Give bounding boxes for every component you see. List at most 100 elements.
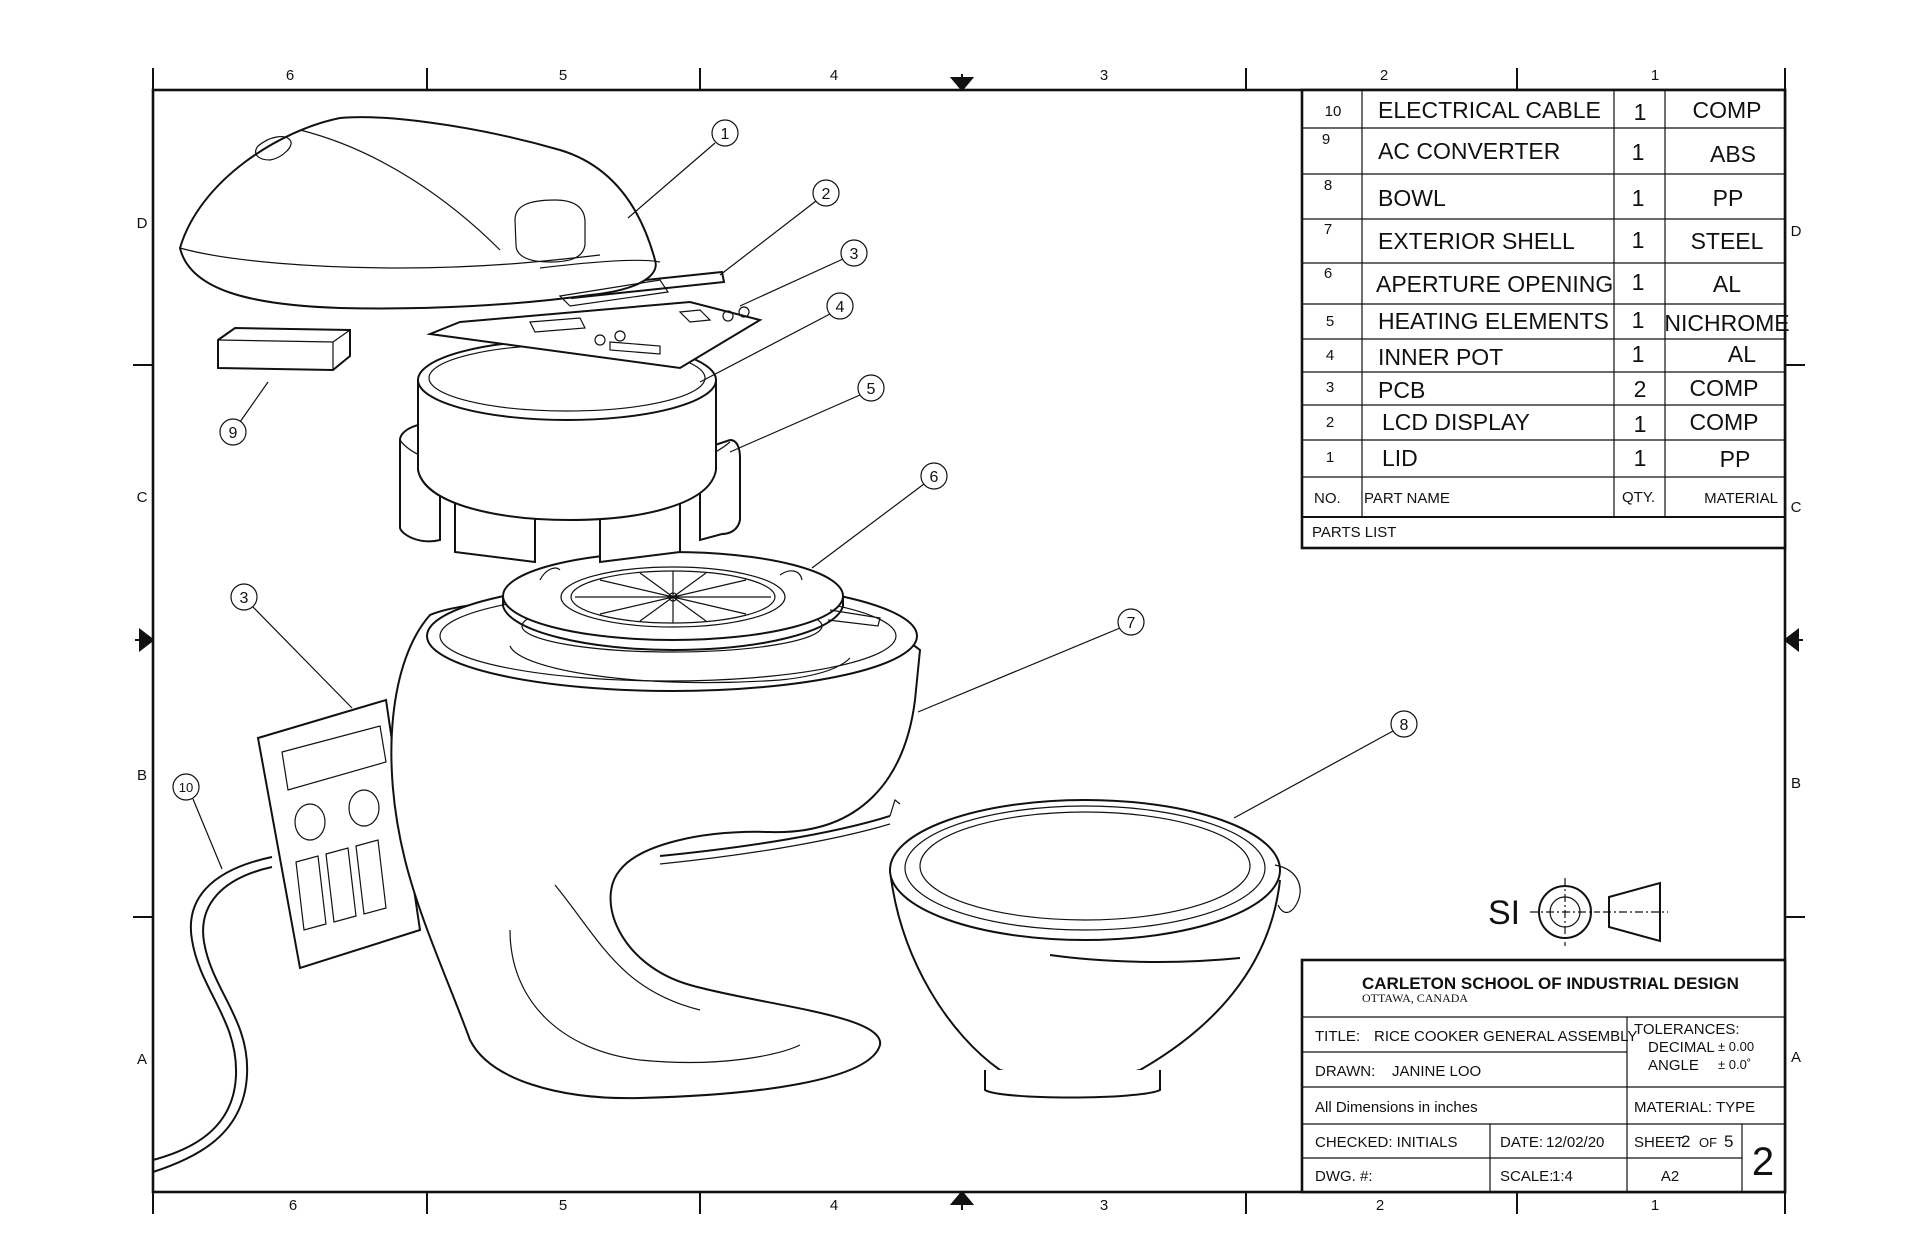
grid-col-bottom-5: 5 xyxy=(559,1197,567,1214)
part-material: PP xyxy=(1720,446,1751,472)
part-material: STEEL xyxy=(1691,228,1764,254)
title-label: TITLE: xyxy=(1315,1028,1360,1045)
part-name: AC CONVERTER xyxy=(1378,138,1560,164)
drawn-label: DRAWN: xyxy=(1315,1063,1375,1080)
grid-row-left-a: A xyxy=(137,1051,147,1068)
balloon-8: 8 xyxy=(1233,710,1418,819)
balloon-3-side: 3 xyxy=(230,583,353,709)
parts-row-3: 3 PCB 2 COMP xyxy=(1326,375,1759,403)
parts-row-10: 10 ELECTRICAL CABLE 1 COMP xyxy=(1325,97,1762,125)
parts-row-1: 1 LID 1 PP xyxy=(1326,445,1751,472)
parts-row-5: 5 HEATING ELEMENTS 1 NICHROME xyxy=(1326,307,1790,336)
parts-row-6: 6 APERTURE OPENING 1 AL xyxy=(1324,265,1741,297)
title-block: CARLETON SCHOOL OF INDUSTRIAL DESIGN OTT… xyxy=(1300,958,1787,1194)
school-name: CARLETON SCHOOL OF INDUSTRIAL DESIGN xyxy=(1362,974,1739,993)
exterior-shell-illustration xyxy=(390,580,922,1100)
aperture-ring-illustration xyxy=(502,551,881,652)
grid-col-top-6: 6 xyxy=(286,67,294,84)
angle-label: ANGLE xyxy=(1648,1057,1699,1074)
balloon-label: 1 xyxy=(721,126,730,143)
balloon-2: 2 xyxy=(719,179,840,276)
part-name: LCD DISPLAY xyxy=(1382,409,1530,435)
parts-list-table: 10 ELECTRICAL CABLE 1 COMP 9 AC CONVERTE… xyxy=(1300,88,1790,550)
grid-col-top-1: 1 xyxy=(1651,67,1659,84)
bowl-illustration xyxy=(889,799,1301,1099)
projection-symbol: SI xyxy=(1488,878,1668,946)
part-material: PP xyxy=(1713,185,1744,211)
part-no: 1 xyxy=(1326,449,1334,466)
paper-size: A2 xyxy=(1661,1168,1679,1185)
exploded-assembly-illustration xyxy=(152,116,1301,1173)
ac-converter-illustration xyxy=(217,326,351,372)
balloon-3-top: 3 xyxy=(739,239,868,307)
sheet-label: SHEET xyxy=(1634,1134,1684,1151)
grid-row-right-a: A xyxy=(1791,1049,1801,1066)
projection-frustum-icon xyxy=(1603,881,1668,943)
drawing-border xyxy=(133,68,1805,1214)
date-label: DATE: xyxy=(1500,1134,1543,1151)
grid-row-right-d: D xyxy=(1791,223,1802,240)
part-qty: 1 xyxy=(1632,185,1645,211)
part-name: LID xyxy=(1382,445,1418,471)
part-name: ELECTRICAL CABLE xyxy=(1378,97,1601,123)
part-material: COMP xyxy=(1693,97,1762,123)
parts-list-title: PARTS LIST xyxy=(1312,524,1396,541)
balloon-9: 9 xyxy=(219,381,269,446)
parts-row-8: 8 BOWL 1 PP xyxy=(1324,177,1744,211)
part-material: ABS xyxy=(1710,141,1756,167)
part-qty: 1 xyxy=(1632,307,1645,333)
parts-row-7: 7 EXTERIOR SHELL 1 STEEL xyxy=(1324,221,1764,254)
header-qty: QTY. xyxy=(1622,489,1655,506)
revision-number: 2 xyxy=(1752,1140,1774,1184)
part-qty: 1 xyxy=(1634,445,1647,471)
header-no: NO. xyxy=(1314,490,1341,507)
balloon-label: 3 xyxy=(240,590,249,607)
balloon-5: 5 xyxy=(729,374,885,453)
balloon-7: 7 xyxy=(917,608,1145,713)
part-name: BOWL xyxy=(1378,185,1446,211)
grid-col-top-5: 5 xyxy=(559,67,567,84)
grid-row-left-c: C xyxy=(137,489,148,506)
part-material: COMP xyxy=(1690,375,1759,401)
part-callouts: 1 2 3 4 5 6 3 xyxy=(172,119,1418,870)
grid-row-left-b: B xyxy=(137,767,147,784)
balloon-label: 8 xyxy=(1400,717,1409,734)
grid-col-bottom-4: 4 xyxy=(830,1197,838,1214)
part-no: 5 xyxy=(1326,313,1334,330)
grid-col-bottom-6: 6 xyxy=(289,1197,297,1214)
balloon-label: 5 xyxy=(867,381,876,398)
date-value: 12/02/20 xyxy=(1546,1134,1604,1151)
units-si-label: SI xyxy=(1488,894,1520,932)
header-part-name: PART NAME xyxy=(1364,490,1450,507)
parts-row-2: 2 LCD DISPLAY 1 COMP xyxy=(1326,409,1759,437)
scale-label: SCALE: xyxy=(1500,1168,1553,1185)
part-name: PCB xyxy=(1378,377,1425,403)
part-qty: 1 xyxy=(1634,411,1647,437)
lid-illustration xyxy=(178,116,670,310)
decimal-label: DECIMAL xyxy=(1648,1039,1715,1056)
balloon-10: 10 xyxy=(172,773,223,870)
material-type: MATERIAL: TYPE xyxy=(1634,1099,1755,1116)
grid-row-right-b: B xyxy=(1791,775,1801,792)
tolerances-label: TOLERANCES: xyxy=(1634,1021,1740,1038)
grid-col-top-4: 4 xyxy=(830,67,838,84)
part-material: AL xyxy=(1728,341,1756,367)
grid-labels: 6 5 4 3 2 1 6 5 4 3 2 1 D C B A D C B A xyxy=(137,67,1802,1214)
inner-pot-illustration xyxy=(417,339,717,522)
part-qty: 2 xyxy=(1634,376,1647,402)
projection-circle-icon xyxy=(1530,878,1600,946)
part-material: AL xyxy=(1713,271,1741,297)
cable-part-illustration xyxy=(152,856,273,1173)
part-no: 6 xyxy=(1324,265,1332,282)
balloon-label: 9 xyxy=(229,425,238,442)
angle-value: ± 0.0˚ xyxy=(1718,1057,1751,1072)
part-name: INNER POT xyxy=(1378,344,1503,370)
balloon-1: 1 xyxy=(627,119,739,219)
balloon-label: 3 xyxy=(850,246,859,263)
part-qty: 1 xyxy=(1632,269,1645,295)
part-name: APERTURE OPENING xyxy=(1376,271,1613,297)
part-no: 7 xyxy=(1324,221,1332,238)
part-no: 8 xyxy=(1324,177,1332,194)
grid-col-bottom-3: 3 xyxy=(1100,1197,1108,1214)
pcb-top-illustration xyxy=(426,300,763,370)
